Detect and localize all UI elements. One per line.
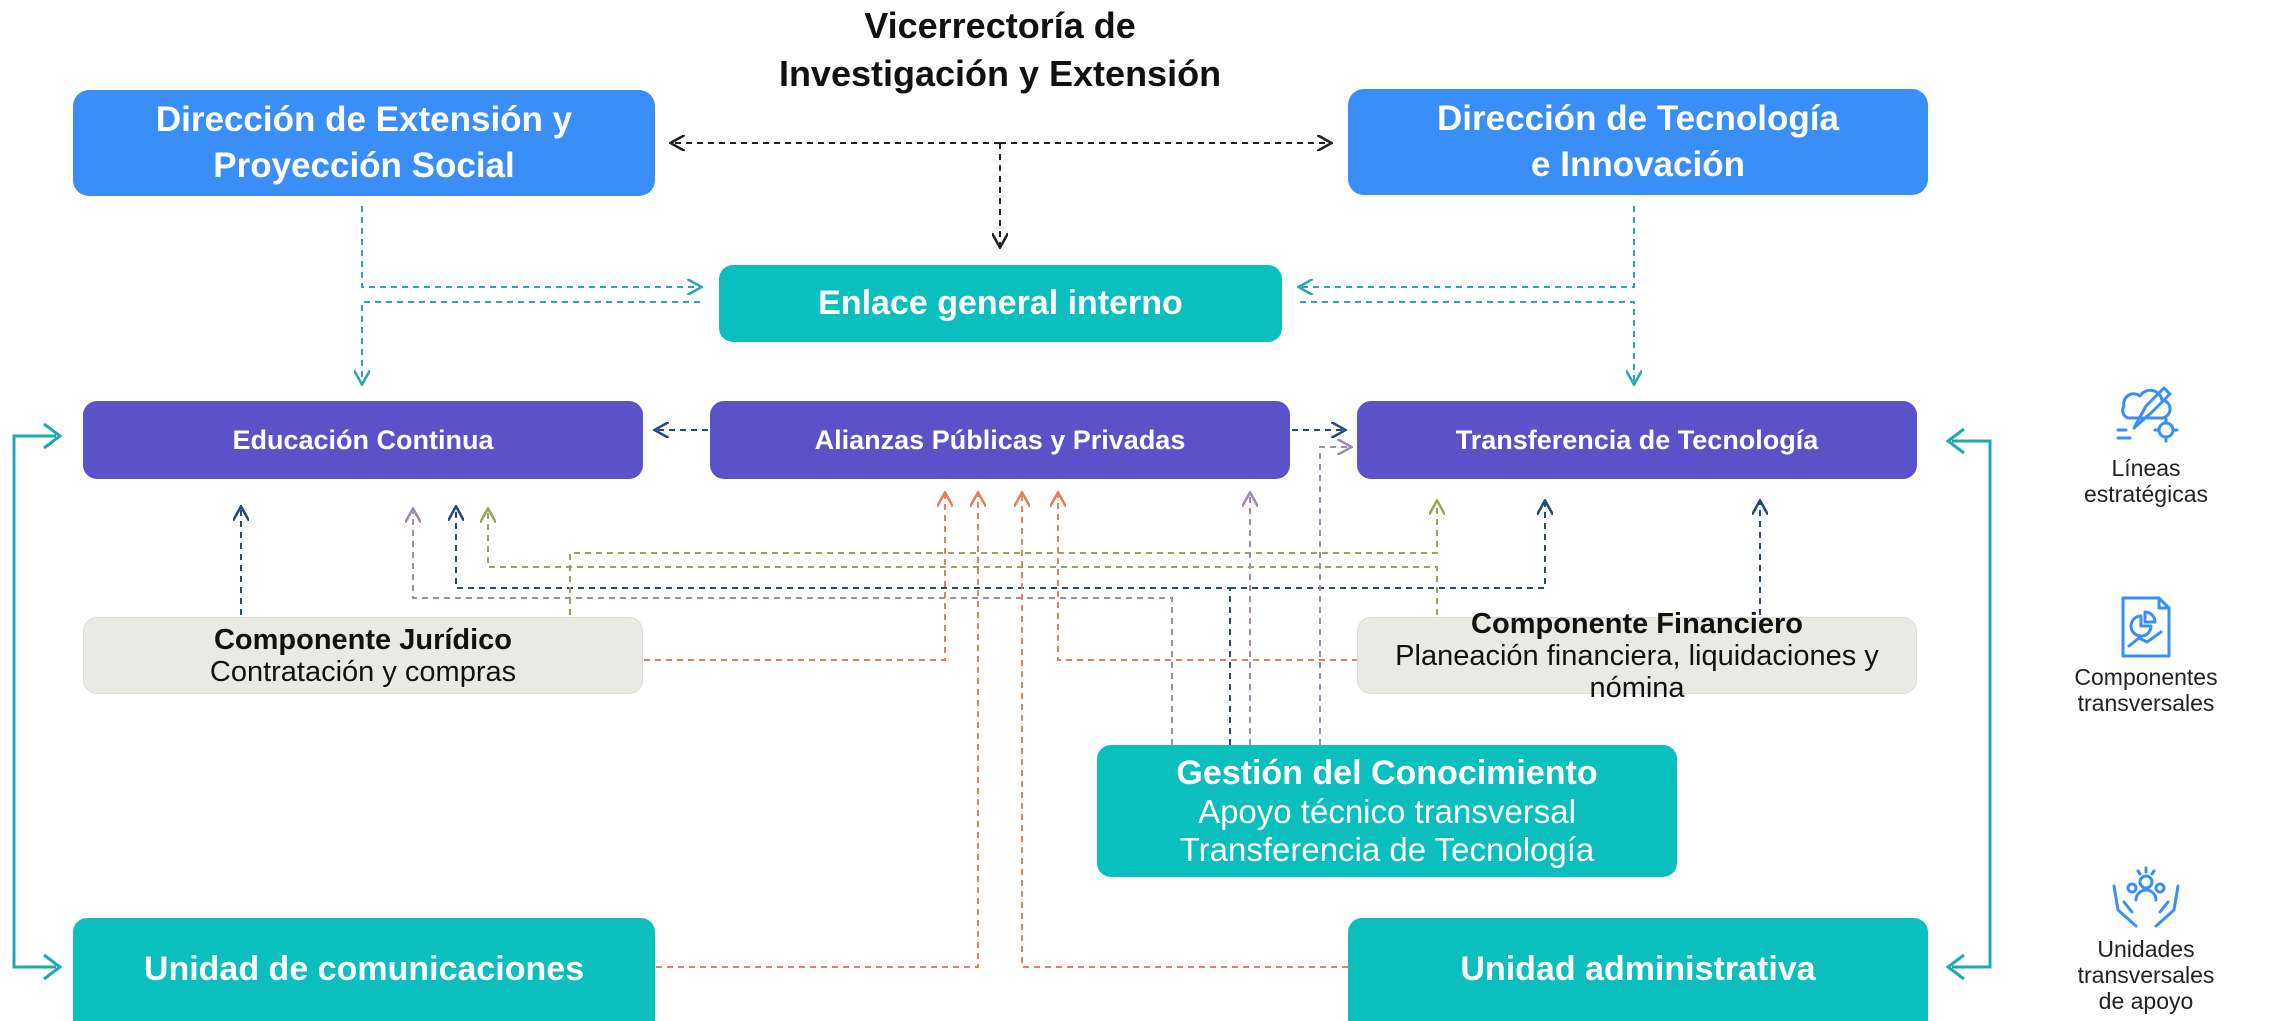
link-juridico-alianzas xyxy=(644,494,945,661)
bracket-left-arrow-bottom xyxy=(43,953,63,981)
direccion-extension-box: Dirección de Extensión y Proyección Soci… xyxy=(73,90,655,196)
gestion-conocimiento-box: Gestión del Conocimiento Apoyo técnico t… xyxy=(1097,745,1677,877)
diagram-title: Vicerrectoría de Investigación y Extensi… xyxy=(700,2,1300,98)
componente-juridico-subtitle: Contratación y compras xyxy=(209,655,517,688)
legend-componentes-line-2: transversales xyxy=(2077,690,2215,716)
componente-financiero-box: Componente Financiero Planeación financi… xyxy=(1357,608,1917,704)
legend-label-componentes: Componentes transversales xyxy=(2026,664,2266,716)
direccion-extension-line-2: Proyección Social xyxy=(213,146,515,185)
unidad-comunicaciones-label: Unidad de comunicaciones xyxy=(143,950,585,988)
legend-label-unidades: Unidades transversales de apoyo xyxy=(2026,936,2266,1014)
alianzas-box: Alianzas Públicas y Privadas xyxy=(710,401,1290,479)
educacion-continua-box: Educación Continua xyxy=(83,401,643,479)
alianzas-label: Alianzas Públicas y Privadas xyxy=(814,424,1186,455)
unidad-administrativa-box: Unidad administrativa xyxy=(1348,918,1928,1021)
unidad-administrativa-label: Unidad administrativa xyxy=(1460,950,1816,988)
link-gestion-navy xyxy=(456,508,1231,745)
direccion-extension-line-1: Dirección de Extensión y xyxy=(155,100,573,139)
bracket-right-arrow-bottom xyxy=(1945,953,1965,981)
transferencia-label: Transferencia de Tecnología xyxy=(1455,424,1819,455)
legend-lineas-line-1: Líneas xyxy=(2111,455,2181,481)
gestion-conocimiento-title: Gestión del Conocimiento xyxy=(1176,754,1598,792)
componente-financiero-title: Componente Financiero xyxy=(1471,607,1803,640)
direccion-tecnologia-line-2: e Innovación xyxy=(1531,145,1745,184)
link-financiero-alianzas xyxy=(1058,494,1358,661)
enlace-general-label: Enlace general interno xyxy=(818,284,1183,322)
bracket-left-arrow-top xyxy=(43,422,63,450)
link-enlace-educacion xyxy=(362,301,700,383)
strategy-lines-icon xyxy=(2116,386,2179,443)
team-hands-icon xyxy=(2112,866,2180,928)
componente-juridico-title: Componente Jurídico xyxy=(213,623,513,656)
gestion-conocimiento-line-2: Transferencia de Tecnología xyxy=(1179,831,1595,868)
document-chart-icon xyxy=(2121,596,2171,658)
transferencia-box: Transferencia de Tecnología xyxy=(1357,401,1917,479)
gestion-conocimiento-line-1: Apoyo técnico transversal xyxy=(1198,793,1576,830)
legend-lineas-line-2: estratégicas xyxy=(2083,481,2208,507)
educacion-continua-label: Educación Continua xyxy=(232,424,494,455)
componente-juridico-box: Componente Jurídico Contratación y compr… xyxy=(83,617,643,694)
legend-label-lineas: Líneas estratégicas xyxy=(2026,455,2266,507)
legend-unidades-line-1: Unidades transversales xyxy=(2077,936,2215,988)
legend-componentes-line-1: Componentes xyxy=(2074,664,2218,690)
direccion-tecnologia-line-1: Dirección de Tecnología xyxy=(1437,99,1839,138)
link-extension-enlace xyxy=(361,206,700,287)
link-gestion-educacion-mauve xyxy=(413,510,1173,745)
link-financiero-educacion-olive xyxy=(488,510,1438,615)
link-comunicaciones-alianzas xyxy=(656,494,978,968)
link-tecnologia-enlace xyxy=(1300,206,1635,287)
componente-financiero-subtitle: Planeación financiera, liquidaciones y n… xyxy=(1395,639,1879,704)
title-line-1: Vicerrectoría de xyxy=(864,5,1136,46)
bracket-right-arrow-top xyxy=(1945,427,1965,455)
enlace-general-box: Enlace general interno xyxy=(719,265,1282,342)
link-enlace-transferencia xyxy=(1300,301,1634,383)
link-gestion-transferencia-mauve xyxy=(1319,447,1350,745)
link-administrativa-alianzas xyxy=(1022,494,1348,968)
link-juridico-transferencia-olive xyxy=(569,502,1437,615)
direccion-tecnologia-box: Dirección de Tecnología e Innovación xyxy=(1348,89,1928,195)
title-line-2: Investigación y Extensión xyxy=(778,53,1222,94)
link-gestion-navy-right xyxy=(1230,502,1545,589)
bracket-right xyxy=(1952,439,1992,969)
unidad-comunicaciones-box: Unidad de comunicaciones xyxy=(73,918,655,1021)
legend-unidades-line-2: de apoyo xyxy=(2098,988,2194,1014)
bracket-left xyxy=(12,434,56,969)
